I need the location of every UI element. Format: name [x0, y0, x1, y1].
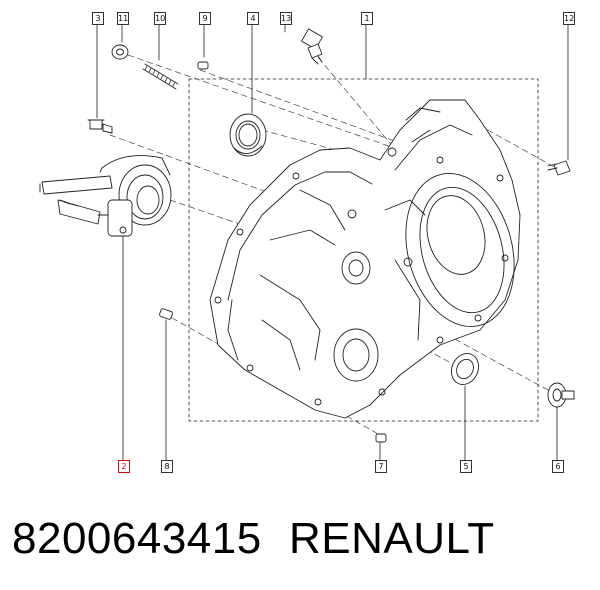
seal-part-5 [450, 353, 480, 385]
stud-part-10 [142, 63, 179, 90]
callout-6[interactable]: 6 [552, 460, 564, 473]
slave-cylinder-part-2 [39, 155, 172, 237]
part-number-caption: 8200643415 [12, 514, 262, 563]
callout-13[interactable]: 13 [280, 12, 292, 25]
callout-12[interactable]: 12 [563, 12, 575, 25]
plug-part-6 [547, 382, 575, 408]
callout-4[interactable]: 4 [247, 12, 259, 25]
callout-11[interactable]: 11 [117, 12, 129, 25]
callout-7[interactable]: 7 [375, 460, 387, 473]
callout-2-highlighted[interactable]: 2 [118, 460, 130, 473]
callout-10[interactable]: 10 [154, 12, 166, 25]
brand-caption: RENAULT [289, 514, 495, 563]
switch-part-13 [301, 28, 323, 65]
callout-5[interactable]: 5 [460, 460, 472, 473]
callout-1[interactable]: 1 [361, 12, 373, 25]
bolt-part-3 [87, 119, 113, 134]
bolt-part-12 [547, 160, 571, 176]
assembly-boundary [188, 78, 539, 422]
exploded-parts-diagram [39, 24, 575, 461]
callout-9[interactable]: 9 [199, 12, 211, 25]
washer-part-11 [111, 44, 129, 60]
seal-part-4 [229, 113, 267, 157]
callout-3[interactable]: 3 [92, 12, 104, 25]
gearbox-housing-part-1 [209, 99, 521, 419]
pin-part-7 [375, 433, 387, 443]
dowel-part-9 [197, 61, 209, 70]
pin-part-8 [159, 308, 173, 320]
callout-8[interactable]: 8 [161, 460, 173, 473]
